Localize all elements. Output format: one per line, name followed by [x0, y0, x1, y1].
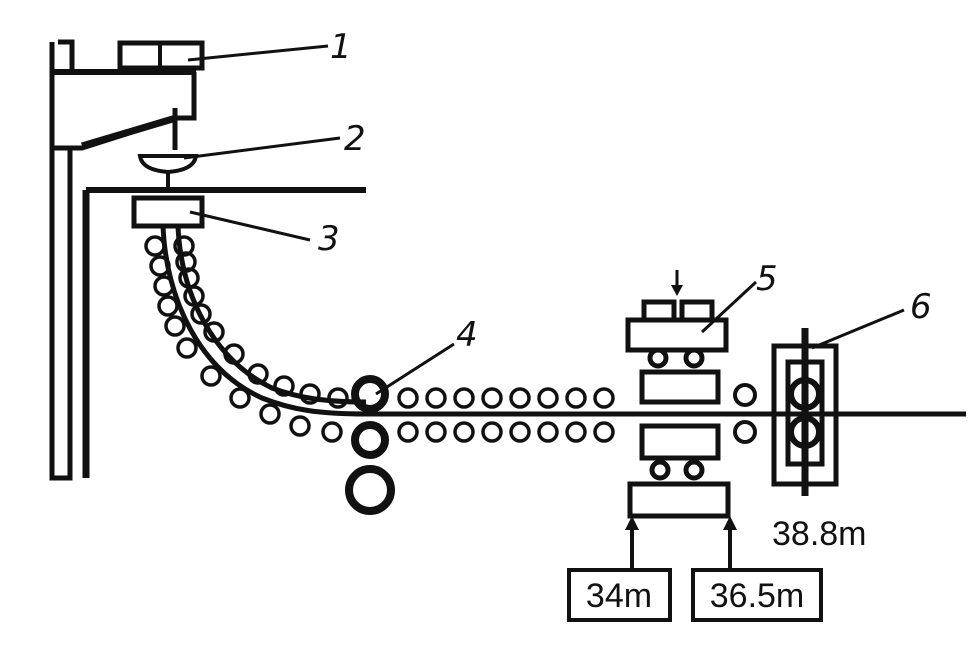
roller: [144, 235, 166, 257]
measure-38-8m: 38.8m: [772, 515, 867, 553]
measure-arrows: [625, 516, 737, 570]
roller: [481, 421, 503, 443]
callout-5: 5: [756, 259, 778, 299]
roller: [327, 387, 349, 409]
measure-box-34m: [567, 568, 672, 622]
roller: [223, 343, 245, 365]
leader-lines: [183, 44, 905, 396]
roller: [176, 337, 198, 359]
callout-3: 3: [318, 219, 340, 259]
measure-36-5m: 36.5m: [710, 577, 805, 615]
strand: [160, 225, 966, 417]
tundish: [137, 154, 199, 188]
roller: [509, 421, 531, 443]
roller: [247, 363, 269, 385]
roller: [203, 321, 225, 343]
roller: [299, 383, 321, 405]
roller: [509, 387, 531, 409]
roller: [229, 387, 251, 409]
callout-2: 2: [344, 119, 366, 159]
roller: [273, 375, 295, 397]
roller: [157, 295, 179, 317]
roller: [425, 387, 447, 409]
roller: [259, 403, 281, 425]
roller: [153, 275, 175, 297]
measure-box-36-5m: [691, 568, 823, 622]
roller: [453, 387, 475, 409]
callout-4: 4: [456, 315, 478, 355]
roller: [481, 387, 503, 409]
roller: [425, 421, 447, 443]
roller: [537, 387, 559, 409]
press-unit: [625, 270, 731, 519]
roller: [397, 387, 419, 409]
exit-rollers: [733, 383, 757, 444]
measure-34m: 34m: [586, 577, 652, 615]
roller: [200, 365, 222, 387]
roller: [453, 421, 475, 443]
roller: [321, 421, 343, 443]
roller: [565, 421, 587, 443]
roller: [397, 421, 419, 443]
roller: [565, 387, 587, 409]
roller: [593, 421, 615, 443]
callout-6: 6: [910, 287, 932, 327]
callout-1: 1: [330, 27, 352, 67]
roller: [183, 285, 205, 307]
support-column: [49, 39, 90, 481]
roller: [537, 421, 559, 443]
mould: [131, 195, 205, 229]
ladle-turret: [49, 40, 205, 151]
shear-unit: [771, 328, 839, 496]
roller: [593, 387, 615, 409]
roller: [149, 255, 171, 277]
support-rollers: [144, 235, 615, 443]
roller: [164, 315, 186, 337]
roller: [190, 303, 212, 325]
withdrawal-rolls: [345, 375, 395, 515]
roller: [289, 415, 311, 437]
